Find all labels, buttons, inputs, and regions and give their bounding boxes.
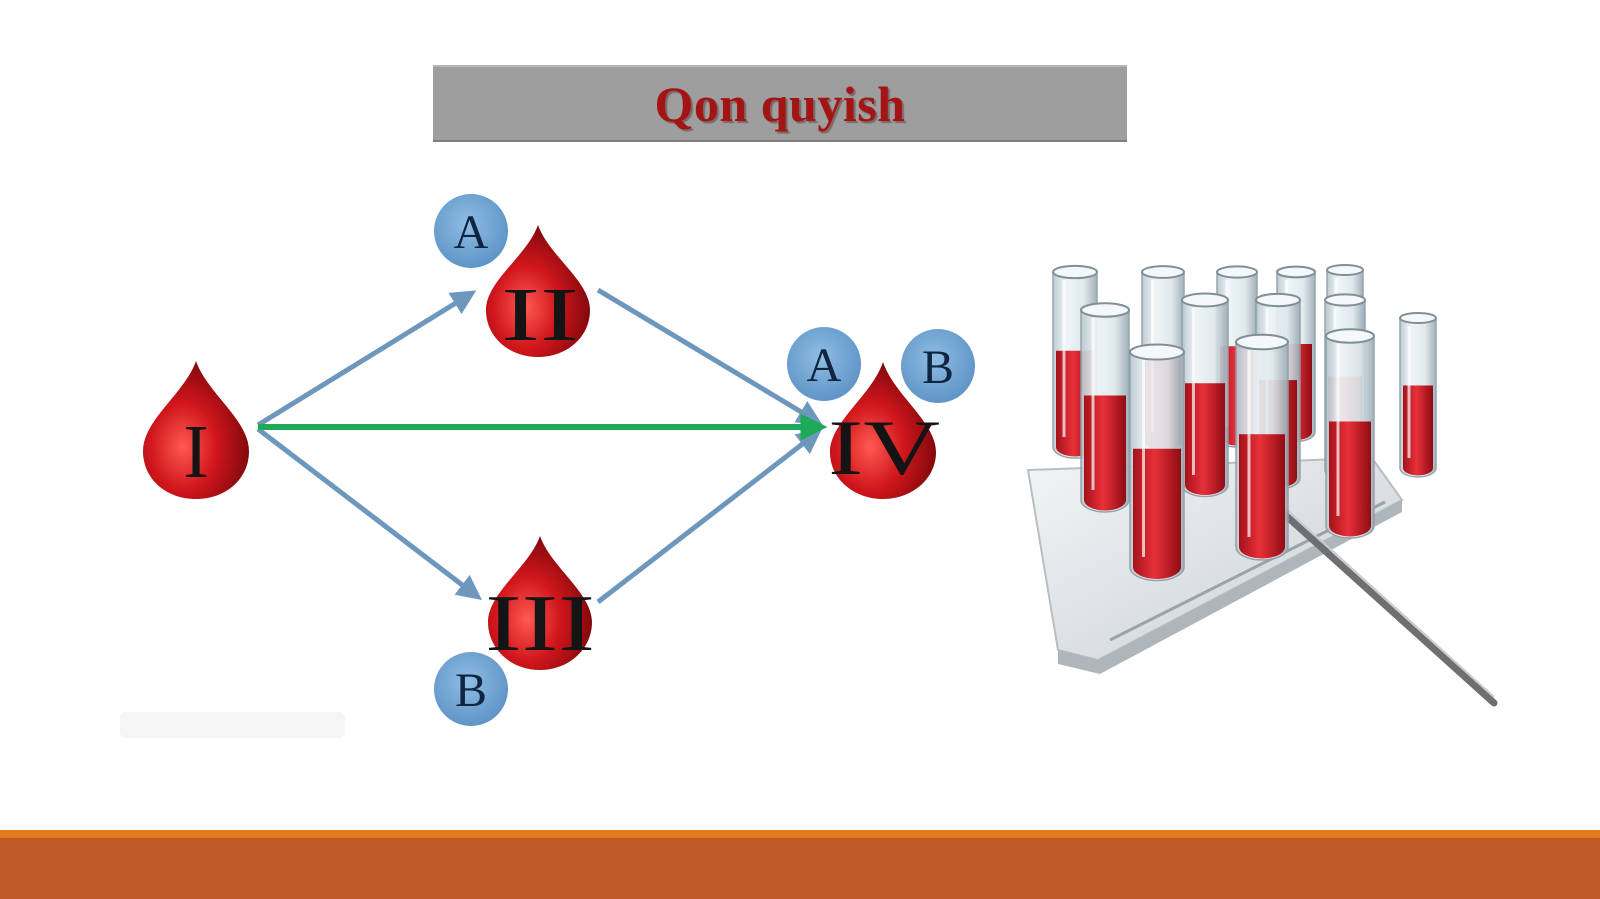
group-label-ii: II bbox=[501, 273, 579, 357]
pipette-icon bbox=[1278, 508, 1498, 707]
blood-drop-icon bbox=[488, 536, 592, 670]
antigen-label: A bbox=[454, 206, 489, 259]
test-tubes-illustration bbox=[1026, 263, 1498, 707]
arrow-i-to-ii bbox=[256, 290, 477, 428]
watermark bbox=[120, 712, 345, 738]
blood-drop-group-iii: III bbox=[485, 536, 595, 670]
test-tubes-group bbox=[1052, 263, 1437, 582]
arrow-iii-to-iv bbox=[596, 428, 822, 604]
antigen-badge-a-ii: A bbox=[434, 194, 508, 268]
blood-drop-icon bbox=[143, 361, 249, 499]
blood-drop-group-i: I bbox=[143, 361, 249, 499]
antigen-badge-a-iv: A bbox=[787, 327, 861, 401]
group-label-iii: III bbox=[485, 580, 595, 668]
blood-drop-icon bbox=[830, 362, 936, 499]
blood-drop-icon bbox=[486, 225, 590, 357]
title-bar: Qon quyish bbox=[433, 65, 1127, 142]
antigen-label: B bbox=[455, 664, 487, 717]
test-tube bbox=[1399, 311, 1437, 478]
arrow-ii-to-iv bbox=[596, 287, 823, 425]
antigen-label: B bbox=[922, 341, 954, 394]
test-tube bbox=[1325, 328, 1375, 539]
test-tube bbox=[1080, 302, 1130, 513]
test-tube bbox=[1181, 292, 1229, 498]
arrow-i-to-iii bbox=[256, 427, 482, 601]
footer-accent-stripe bbox=[0, 830, 1600, 838]
blood-drop-group-iv: IV bbox=[828, 362, 940, 499]
footer-band bbox=[0, 838, 1600, 899]
blood-drop-group-ii: II bbox=[486, 225, 590, 357]
pipette-highlight bbox=[1284, 507, 1495, 698]
antigen-badge-b-iii: B bbox=[434, 652, 508, 726]
group-label-iv: IV bbox=[828, 404, 940, 491]
antigen-label: A bbox=[807, 339, 842, 392]
test-tube bbox=[1235, 333, 1289, 561]
test-tube bbox=[1129, 343, 1185, 582]
group-label-i: I bbox=[183, 410, 208, 494]
antigen-badge-b-iv: B bbox=[901, 329, 975, 403]
slide-title: Qon quyish bbox=[654, 75, 906, 132]
